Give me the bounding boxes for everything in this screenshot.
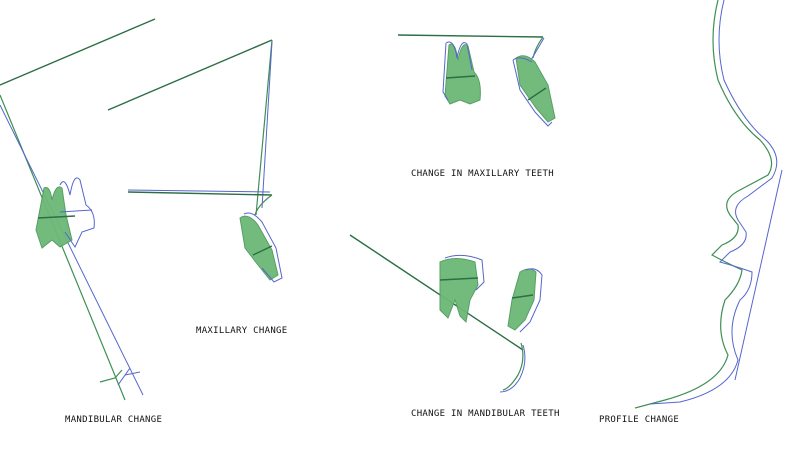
change-mandibular-teeth-label: CHANGE IN MANDIBULAR TEETH — [411, 409, 560, 419]
mandibular-teeth-tracing — [349, 234, 543, 393]
maxillary-teeth-tracing — [397, 34, 556, 127]
mandibular-change-tracing — [0, 18, 156, 401]
change-maxillary-teeth-label: CHANGE IN MAXILLARY TEETH — [411, 169, 554, 179]
maxillary-change-tracing — [107, 39, 283, 283]
maxillary-change-label: MAXILLARY CHANGE — [196, 326, 288, 336]
mandibular-change-label: MANDIBULAR CHANGE — [65, 415, 163, 425]
profile-change-tracing — [634, 0, 783, 409]
profile-change-label: PROFILE CHANGE — [599, 415, 680, 425]
